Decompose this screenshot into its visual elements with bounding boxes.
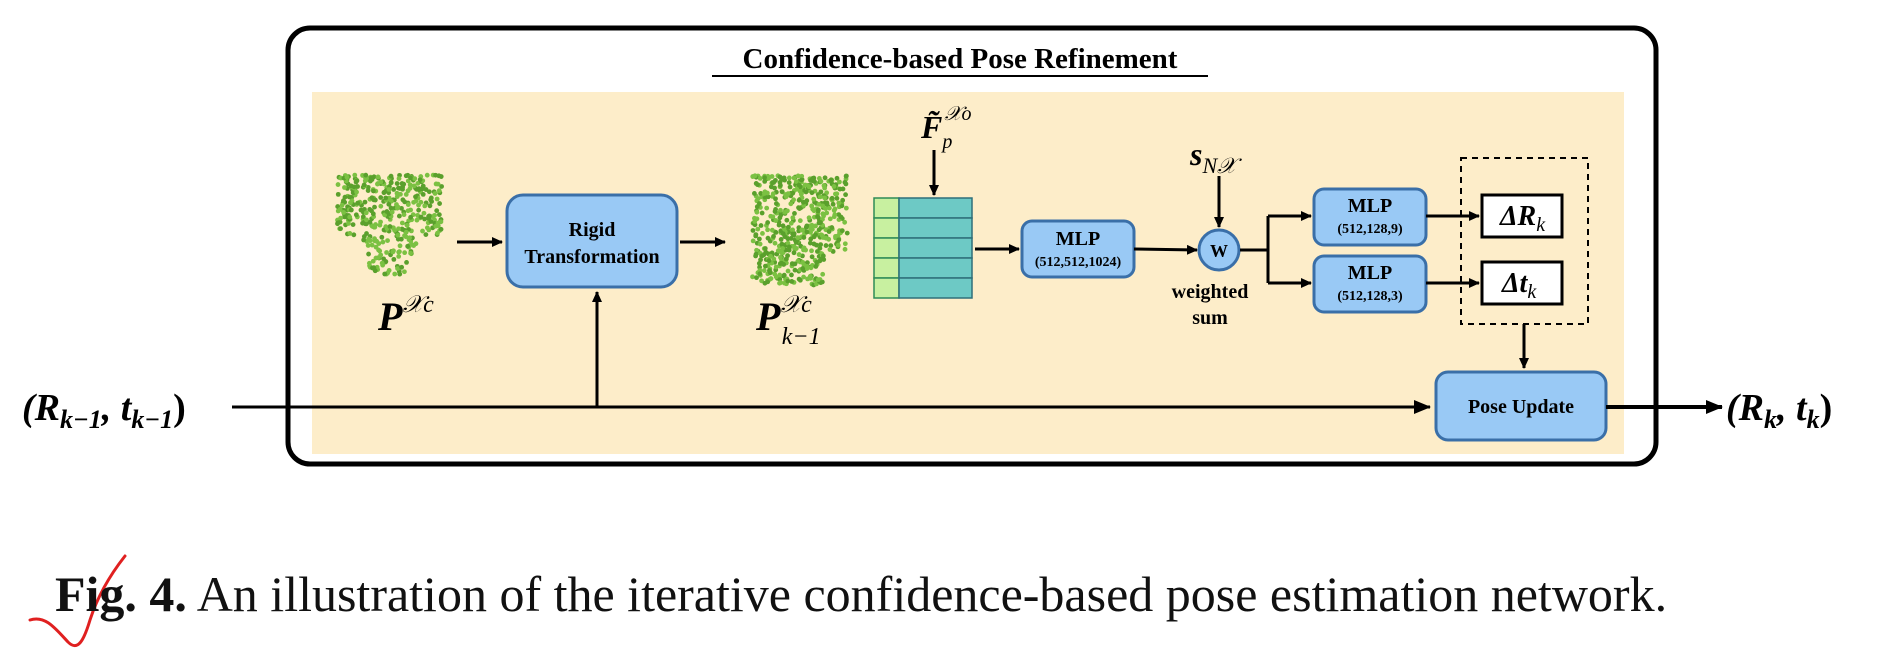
transformed-point-cloud (750, 173, 850, 288)
weighted-label-1: weighted (1172, 281, 1249, 303)
mlp-rotation-dims: (512,128,9) (1337, 222, 1403, 237)
feature-grid-cell (873, 257, 900, 279)
weighted-sum-node (1197, 228, 1241, 272)
branch-line (1240, 216, 1270, 283)
feature-grid-cell (873, 277, 900, 299)
module-title: Confidence-based Pose Refinement (743, 43, 1178, 75)
feature-label: F̃p𝒳o (920, 103, 972, 153)
mlp-rotation-label: MLP (1348, 195, 1392, 217)
caption-text: An illustration of the iterative confide… (196, 566, 1668, 622)
red-check-annotation (28, 554, 127, 648)
feature-grid-cell (898, 217, 973, 239)
feature-grid-cell (873, 197, 900, 219)
mlp-main-dims: (512,512,1024) (1035, 255, 1122, 270)
mlp-translation-dims: (512,128,3) (1337, 289, 1403, 304)
delta-translation-label: Δtk (1501, 268, 1537, 303)
weight-symbol: W (1210, 241, 1228, 261)
rigid-transformation-box (505, 193, 679, 289)
feature-grid-cell (873, 217, 900, 239)
rigid-label-1: Rigid (569, 219, 616, 241)
figure-caption: Fig. 4. An illustration of the iterative… (55, 565, 1835, 623)
pose-update-label: Pose Update (1468, 396, 1574, 418)
delta-rotation-label: ΔRk (1499, 201, 1546, 236)
mlp-translation-label: MLP (1348, 262, 1392, 284)
mlp-main-label: MLP (1056, 228, 1100, 250)
output-pose-label: (Rk, tk) (1726, 387, 1832, 434)
source-point-cloud (335, 172, 444, 277)
feature-grid-cell (898, 277, 973, 299)
feature-grid-cell (873, 237, 900, 259)
feature-grid (873, 197, 973, 299)
delta-translation-box (1480, 260, 1564, 306)
rigid-label-2: Transformation (524, 246, 659, 268)
source-cloud-label: P𝒳c (377, 292, 434, 339)
feature-grid-cell (898, 257, 973, 279)
score-label: sN𝒳 (1189, 136, 1242, 178)
delta-rotation-box (1480, 193, 1564, 239)
caption-prefix: Fig. 4. (55, 566, 187, 622)
feature-grid-cell (898, 237, 973, 259)
input-pose-label: (Rk−1, tk−1) (22, 387, 186, 434)
weighted-label-2: sum (1192, 307, 1228, 329)
arrow-mlp-to-weight (1133, 244, 1198, 255)
feature-grid-cell (898, 197, 973, 219)
